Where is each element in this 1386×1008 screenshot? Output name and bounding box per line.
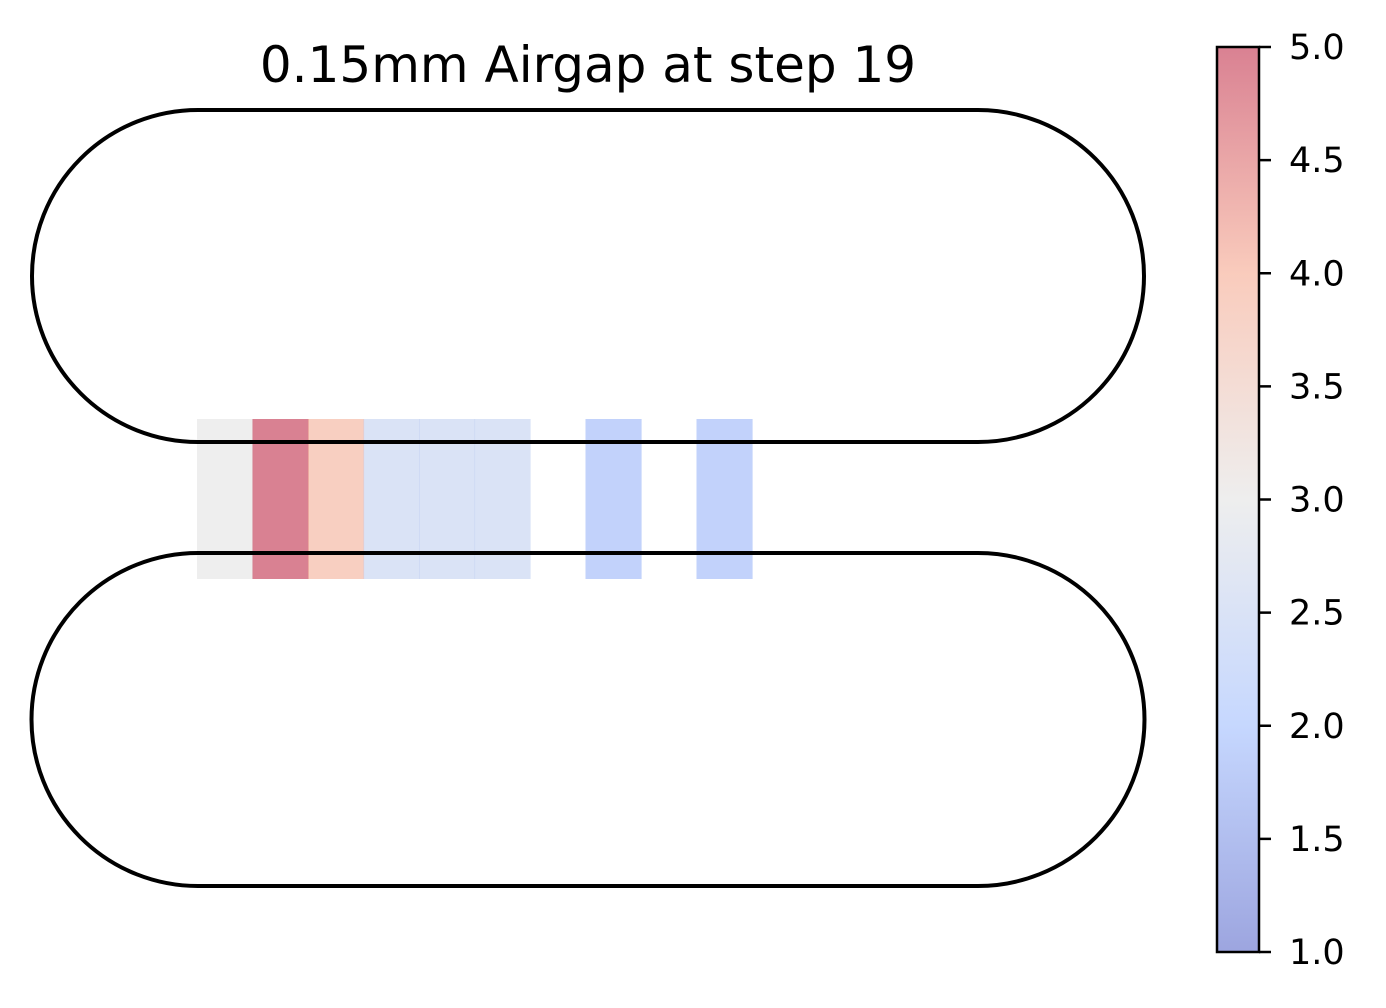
colorbar-tick-label: 4.5 xyxy=(1289,141,1345,181)
colorbar-tick-label: 3.5 xyxy=(1289,367,1345,407)
colorbar-tick-label: 4.0 xyxy=(1289,254,1345,294)
colorbar-scale xyxy=(1217,47,1259,952)
colorbar-tick-label: 2.5 xyxy=(1289,594,1345,634)
colorbar-tick-label: 5.0 xyxy=(1289,28,1345,68)
colorbar-tick-label: 1.5 xyxy=(1289,820,1345,860)
colorbar-tick-label: 2.0 xyxy=(1289,707,1345,747)
plot-area xyxy=(29,108,1147,888)
colorbar-tick-label: 1.0 xyxy=(1289,933,1345,973)
track-outline xyxy=(29,108,1147,888)
colorbar-tick-label: 3.0 xyxy=(1289,481,1345,521)
colorbar-ticks: 1.0 1.5 2.0 2.5 3.0 3.5 4.0 4.5 5.0 xyxy=(1259,28,1345,973)
chart-title: 0.15mm Airgap at step 19 xyxy=(260,36,916,94)
colorbar: 1.0 1.5 2.0 2.5 3.0 3.5 4.0 4.5 5.0 xyxy=(1215,28,1345,973)
